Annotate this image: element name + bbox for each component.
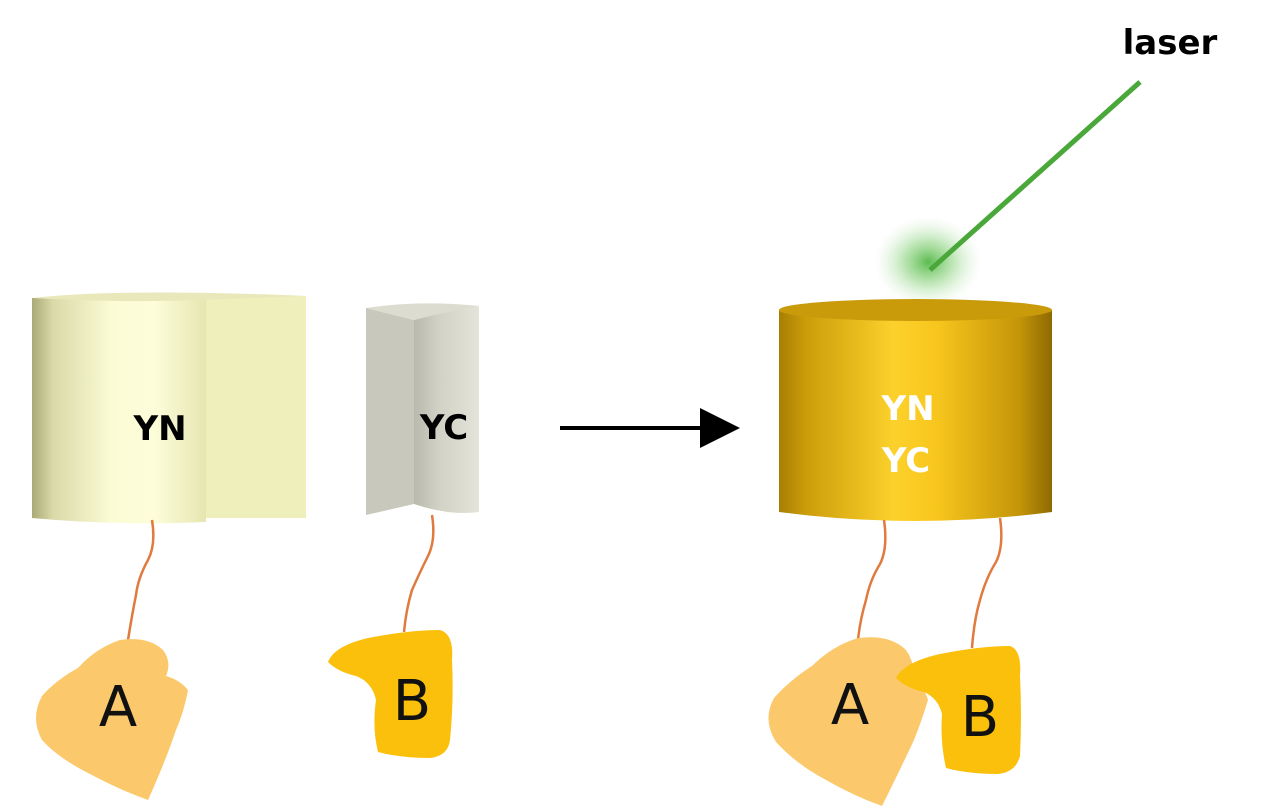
complex-top bbox=[779, 299, 1052, 321]
yc-fragment: YC bbox=[366, 303, 479, 515]
reconstituted-complex: YN YC bbox=[779, 299, 1052, 521]
yn-fragment: YN bbox=[32, 292, 306, 524]
protein-b-left: B bbox=[328, 630, 453, 758]
protein-b-right-label: B bbox=[961, 685, 999, 750]
protein-a-right: A bbox=[768, 637, 928, 806]
protein-b-left-label: B bbox=[393, 669, 431, 734]
protein-b-right-shape bbox=[896, 646, 1021, 774]
linker-complex-a bbox=[856, 519, 887, 641]
yc-fragment-front bbox=[414, 306, 479, 513]
yc-fragment-top bbox=[366, 303, 479, 320]
yn-fragment-cut-face bbox=[200, 296, 306, 518]
protein-b-left-shape bbox=[328, 630, 453, 758]
protein-a-right-shape bbox=[768, 637, 928, 806]
linker-complex-b bbox=[970, 517, 1003, 649]
protein-a-left-label: A bbox=[99, 675, 137, 740]
linker-yn-a bbox=[126, 519, 155, 641]
yc-label-complex: YC bbox=[881, 441, 930, 481]
linker-yc-b bbox=[402, 514, 435, 633]
yn-label-complex: YN bbox=[880, 389, 934, 429]
yc-fragment-body bbox=[366, 308, 414, 515]
yn-fragment-body bbox=[32, 298, 206, 524]
yn-fragment-top bbox=[32, 292, 306, 302]
yc-label-left: YC bbox=[419, 408, 468, 448]
protein-b-right: B bbox=[896, 646, 1021, 774]
fluorescence-glow bbox=[874, 216, 982, 308]
protein-a-left: A bbox=[36, 639, 188, 800]
laser-beam bbox=[928, 80, 1142, 272]
protein-a-left-shape bbox=[36, 639, 188, 800]
laser-label: laser bbox=[1123, 23, 1218, 63]
yn-label-left: YN bbox=[132, 409, 186, 449]
complex-body bbox=[779, 310, 1052, 521]
protein-a-right-label: A bbox=[831, 673, 869, 738]
